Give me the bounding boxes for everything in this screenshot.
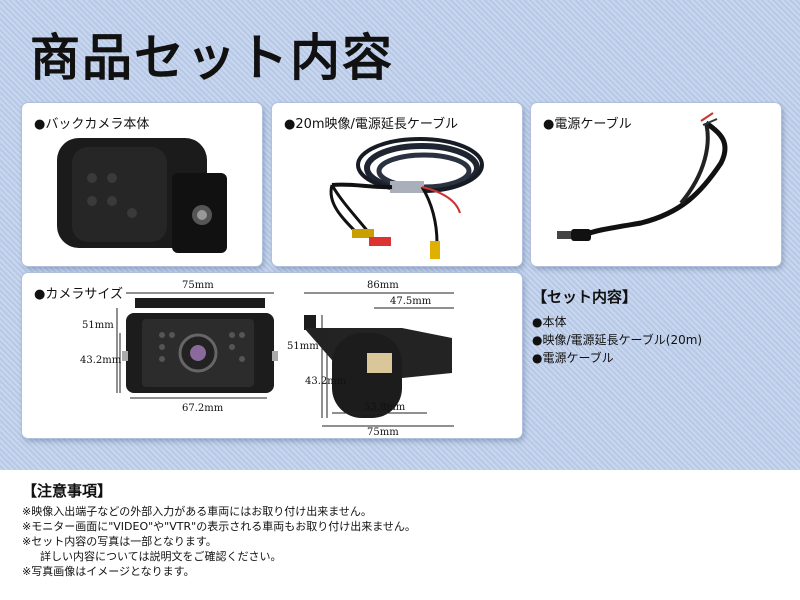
camera-size-card: ●カメラサイズ 75mm 51mm 43.2mm 67.2mm 86mm 47.… <box>22 273 522 438</box>
notes-list: ※映像入出端子などの外部入力がある車両にはお取り付け出来ません。 ※モニター画面… <box>22 504 416 579</box>
page-title: 商品セット内容 <box>30 29 394 87</box>
side-bottom-label: 75mm <box>367 427 399 438</box>
camera-size-label: ●カメラサイズ <box>34 287 123 302</box>
power-cable-label: ●電源ケーブル <box>543 117 632 132</box>
front-inner-height-label: 43.2mm <box>80 355 122 366</box>
camera-body-label: ●バックカメラ本体 <box>34 117 150 132</box>
side-base-label: 53.8mm <box>364 402 406 413</box>
note-item: 詳しい内容については説明文をご確認ください。 <box>40 550 282 563</box>
set-contents: 【セット内容】 ●本体 ●映像/電源延長ケーブル(20m) ●電源ケーブル <box>532 286 782 367</box>
front-height-label: 51mm <box>82 320 114 331</box>
side-inner-height-label: 43.2mm <box>305 376 347 387</box>
side-height-label: 51mm <box>287 341 319 352</box>
front-width-label: 75mm <box>182 280 214 291</box>
set-item: ●本体 <box>532 315 567 329</box>
set-contents-title: 【セット内容】 <box>532 288 638 306</box>
front-inner-width-label: 67.2mm <box>182 403 224 414</box>
set-item: ●電源ケーブル <box>532 351 614 365</box>
notes-title: 【注意事項】 <box>22 482 113 500</box>
note-item: ※写真画像はイメージとなります。 <box>22 565 195 578</box>
notes-panel: 【注意事項】 ※映像入出端子などの外部入力がある車両にはお取り付け出来ません。 … <box>0 470 800 600</box>
camera-body-card: ●バックカメラ本体 <box>22 103 262 266</box>
side-depth-label: 86mm <box>367 280 399 291</box>
power-cable-image <box>557 112 728 241</box>
video-cable-label: ●20m映像/電源延長ケーブル <box>284 117 459 132</box>
set-item: ●映像/電源延長ケーブル(20m) <box>532 333 703 347</box>
video-cable-card: ●20m映像/電源延長ケーブル <box>272 103 522 266</box>
note-item: ※モニター画面に"VIDEO"や"VTR"の表示される車両もお取り付け出来ません… <box>22 520 416 533</box>
note-item: ※映像入出端子などの外部入力がある車両にはお取り付け出来ません。 <box>22 505 372 518</box>
note-item: ※セット内容の写真は一部となります。 <box>22 535 217 548</box>
video-cable-image <box>329 137 484 259</box>
side-depth-partial-label: 47.5mm <box>390 296 432 307</box>
camera-body-image <box>57 138 227 253</box>
camera-size-diagram: 75mm 51mm 43.2mm 67.2mm 86mm 47.5mm 51mm… <box>80 280 454 438</box>
power-cable-card: ●電源ケーブル <box>531 103 781 266</box>
